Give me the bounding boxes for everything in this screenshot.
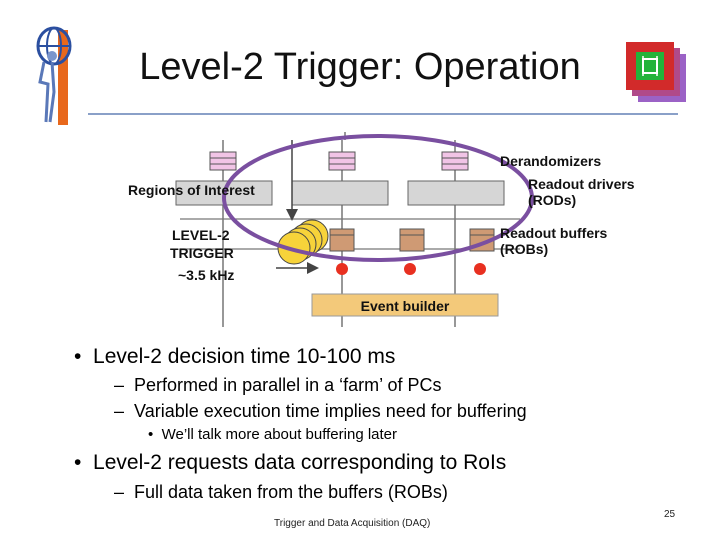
bullet-item: • Level-2 decision time 10-100 ms [74,344,395,370]
event-builder-box [311,293,499,317]
page-number: 25 [664,509,676,520]
bullet-text: We’ll talk more about buffering later [161,426,398,443]
bullet-item: – Performed in parallel in a ‘farm’ of P… [114,374,441,396]
bullet-item: • Level-2 requests data corresponding to… [74,450,506,476]
rob-label-line1: Readout buffers [500,225,608,241]
bullet-marker: • [148,426,154,443]
regions-of-interest-label: Regions of Interest [128,182,255,198]
bullet-text: Full data taken from the buffers (ROBs) [134,482,448,502]
bullet-text: Level-2 decision time 10-100 ms [93,345,396,368]
readout-buffers [329,228,495,252]
chip-logo-icon [626,42,686,102]
rate-label: ~3.5 kHz [178,267,234,283]
bullet-text: Level-2 requests data corresponding to R… [93,451,507,474]
bullet-item: – Variable execution time implies need f… [114,400,527,422]
bullet-item: • We’ll talk more about buffering later [148,426,397,444]
slide-title: Level-2 Trigger: Operation [139,46,581,88]
bullet-text: Performed in parallel in a ‘farm’ of PCs [134,375,442,395]
atlas-logo-icon [36,26,72,125]
level2-farm [277,219,329,265]
arrows [276,140,319,274]
bullet-marker: – [114,401,125,421]
event-builder-label: Event builder [361,298,450,314]
bullet-marker: • [74,451,82,474]
level2-trigger-diagram: Event builder Regions of Interest LEVEL-… [128,132,635,327]
title-divider [88,113,678,115]
bullet-item: – Full data taken from the buffers (ROBs… [114,481,448,503]
derandomizers [209,151,469,171]
highlight-ellipse [222,134,534,262]
bullet-marker: – [114,375,125,395]
bullet-text: Variable execution time implies need for… [134,401,527,421]
level2-label-line1: LEVEL-2 [172,227,230,243]
bullet-marker: • [74,345,82,368]
red-dots [336,263,486,275]
derandomizers-label: Derandomizers [500,153,601,169]
rod-label-line2: (RODs) [528,192,576,208]
bullet-marker: – [114,482,125,502]
slide-footer: Trigger and Data Acquisition (DAQ) [274,518,431,529]
rob-label-line2: (ROBs) [500,241,548,257]
level2-label-line2: TRIGGER [170,245,234,261]
rod-label-line1: Readout drivers [528,176,635,192]
